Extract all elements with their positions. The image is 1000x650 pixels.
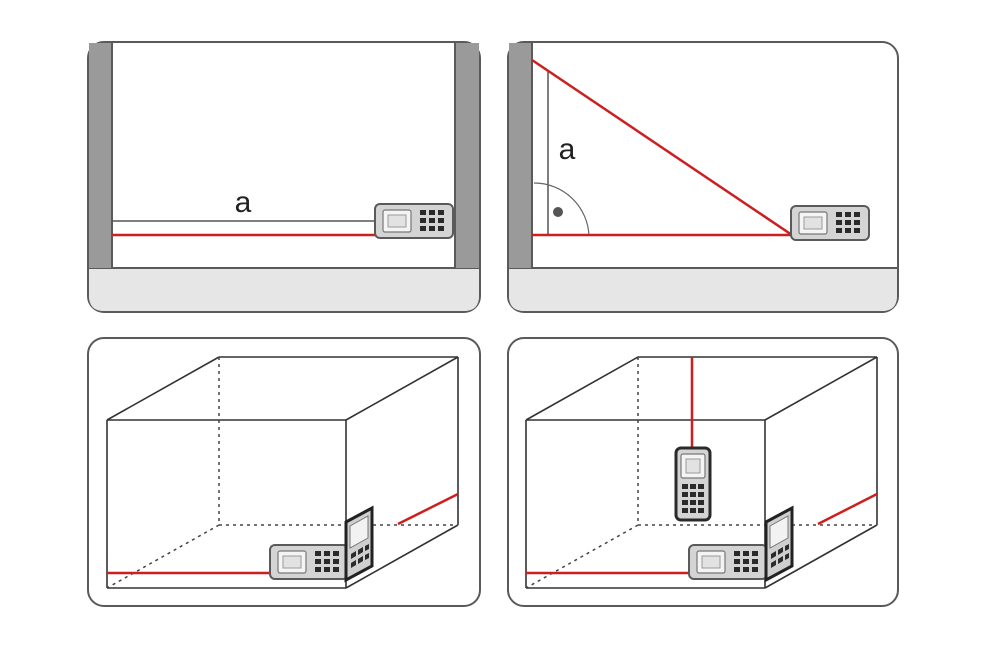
angle-dot-icon: [553, 207, 563, 217]
room-box: [106, 356, 459, 589]
panel-room-floor-length: [87, 337, 481, 607]
panel-frame: [87, 41, 481, 313]
laser-hypotenuse: [531, 58, 793, 237]
laser-distance-meter-icon: [269, 544, 349, 580]
laser-wall-beam: [817, 492, 878, 526]
left-wall: [89, 43, 112, 268]
room-box: [525, 356, 878, 589]
panel-frame: [87, 337, 481, 607]
hidden-edges: [525, 357, 877, 589]
panel-horizontal-distance: a: [87, 41, 481, 313]
laser-distance-meter-upright-icon: [674, 446, 712, 522]
laser-distance-meter-icon: [374, 203, 454, 239]
panel-room-height-and-floor: [507, 337, 899, 607]
left-wall: [509, 43, 532, 268]
distance-label: a: [235, 186, 252, 219]
laser-distance-meter-side-icon: [764, 506, 794, 582]
angle-arc: [533, 182, 590, 237]
laser-wall-beam: [397, 492, 459, 526]
laser-distance-meter-icon: [688, 544, 768, 580]
height-label: a: [559, 133, 576, 166]
right-wall: [455, 43, 479, 268]
panel-height-pythagoras: a: [507, 41, 899, 313]
laser-distance-meter-icon: [790, 205, 870, 241]
floor: [89, 268, 479, 311]
floor: [509, 268, 897, 311]
hidden-edges: [106, 357, 458, 589]
laser-distance-meter-side-icon: [344, 506, 374, 582]
